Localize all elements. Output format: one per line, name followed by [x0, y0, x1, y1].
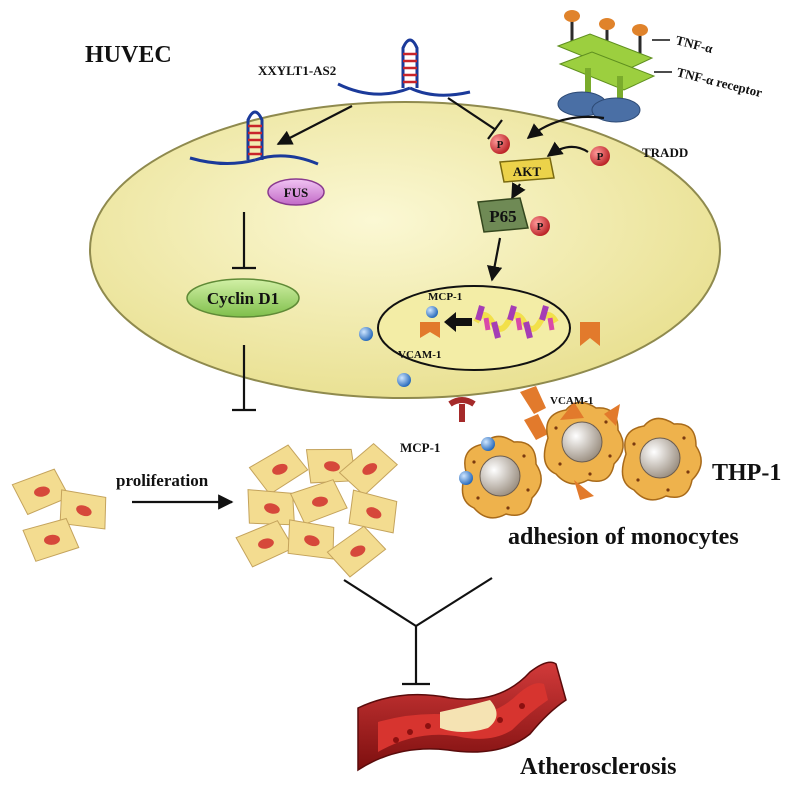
lncrna-label: XXYLT1-AS2 — [258, 63, 336, 78]
convergence-inhibition — [343, 577, 493, 686]
adhesion-label: adhesion of monocytes — [508, 524, 739, 550]
tnf-a-label: TNF-α — [674, 32, 715, 56]
mcp1-molecule — [426, 306, 438, 318]
vcam1-molecule-cyto — [580, 322, 600, 346]
mcp1-molecule-cyto-2 — [397, 373, 411, 387]
cyclin-d1-label: Cyclin D1 — [207, 289, 279, 308]
p65-protein: P65 — [477, 197, 529, 233]
tnf-receptor-label: TNF-α receptor — [675, 64, 764, 100]
thp1-label: THP-1 — [712, 460, 781, 486]
nucleus — [377, 285, 571, 371]
mcp1-bound-1 — [481, 437, 495, 451]
dna-strand-icon — [473, 305, 559, 339]
endothelial-cells-before — [10, 466, 116, 563]
svg-text:P: P — [597, 151, 604, 163]
mcp1-bound-2 — [459, 471, 473, 485]
atherosclerosis-label: Atherosclerosis — [520, 754, 676, 780]
inhibition-lncrna-akt — [447, 97, 503, 140]
akt-label: AKT — [513, 164, 542, 179]
phospho-tradd: P — [590, 146, 610, 166]
monocyte-3 — [621, 417, 702, 501]
arrow-p65-to-nucleus — [487, 237, 503, 282]
atherosclerotic-vessel-icon — [357, 661, 567, 772]
vcam1-surface-1 — [520, 386, 546, 414]
arrow-tradd-to-akt — [526, 115, 605, 139]
tradd-label: TRADD — [642, 145, 688, 160]
fus-protein — [267, 178, 325, 206]
svg-text:P: P — [497, 139, 504, 151]
rna-fus-complex — [189, 110, 319, 166]
transcription-arrow — [444, 312, 472, 332]
vcam1-nucleus-label: VCAM-1 — [398, 349, 441, 361]
phospho-p65: P — [530, 216, 550, 236]
proliferation-label: proliferation — [116, 471, 209, 490]
vcam1-binding-2 — [604, 404, 620, 426]
inhibition-fus-cyclin — [232, 212, 256, 270]
inhibition-cyclin-proliferation — [232, 345, 256, 412]
vcam1-binding-1 — [560, 402, 584, 420]
mcp1-nucleus-label: MCP-1 — [428, 291, 462, 303]
endothelial-cells-after — [233, 438, 407, 582]
arrow-lncrna-to-fus — [276, 105, 353, 145]
p65-label: P65 — [489, 207, 516, 226]
cyclin-d1 — [186, 278, 300, 318]
akt-protein: AKT — [499, 157, 555, 183]
tnf-receptor-complex — [556, 10, 672, 123]
monocyte-1 — [461, 435, 542, 519]
mcp1-receptor — [448, 397, 476, 422]
arrow-phospho-to-akt — [546, 141, 589, 157]
mcp1-molecule-cyto-1 — [359, 327, 373, 341]
svg-text:P: P — [537, 221, 544, 233]
mcp1-monocyte-label: MCP-1 — [400, 440, 440, 455]
vcam1-surface-2 — [524, 414, 548, 440]
lncrna-hairpin — [337, 38, 471, 97]
vcam1-molecule — [420, 322, 440, 338]
phospho-akt-top: P — [490, 134, 510, 154]
huvec-label: HUVEC — [85, 42, 172, 68]
vcam1-binding-3 — [574, 480, 594, 500]
arrow-akt-to-p65 — [511, 182, 526, 200]
vcam1-monocyte-label: VCAM-1 — [550, 395, 593, 407]
fus-label: FUS — [284, 185, 309, 200]
